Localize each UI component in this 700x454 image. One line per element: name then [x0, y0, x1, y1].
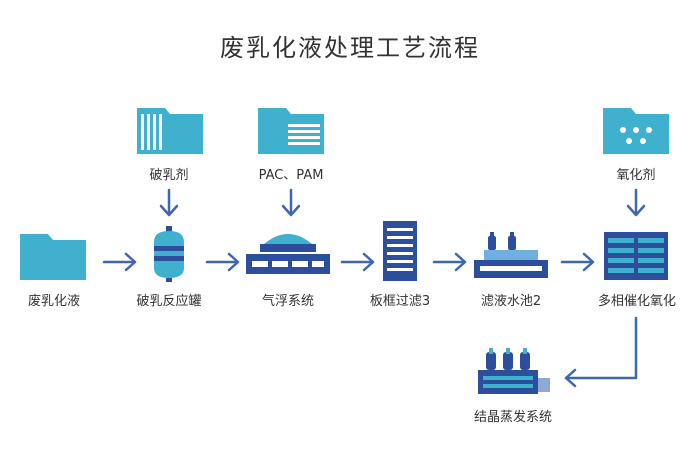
arrow-right-icon: [102, 252, 137, 272]
tank-icon: [154, 226, 184, 282]
arrow-right-icon: [560, 252, 595, 272]
step-label-waste-emulsion: 废乳化液: [27, 294, 81, 309]
step-label-demulsification-tank: 破乳反应罐: [136, 294, 202, 309]
arrow-down-icon: [281, 188, 301, 217]
step-label-filtrate-pool: 滤液水池2: [480, 294, 542, 309]
filter-press-icon: [383, 221, 417, 281]
arrow-down-icon: [159, 188, 179, 217]
folder-icon: [20, 234, 86, 280]
reagent-label-pac-pam: PAC、PAM: [258, 168, 324, 183]
arrow-right-icon: [432, 252, 467, 272]
oxidation-icon: [604, 232, 668, 280]
pool-icon: [474, 232, 548, 278]
reagent-label-demulsifier: 破乳剂: [149, 168, 189, 183]
flotation-icon: [246, 234, 330, 274]
folder-document-icon: [258, 108, 324, 154]
reagent-label-oxidant: 氧化剂: [616, 168, 656, 183]
folder-dots-icon: [603, 108, 669, 154]
step-label-filter-press: 板框过滤3: [369, 294, 431, 309]
arrow-right-icon: [340, 252, 375, 272]
arrow-elbow-icon: [564, 316, 638, 388]
arrow-right-icon: [205, 252, 240, 272]
arrow-down-icon: [626, 188, 646, 217]
folder-document-icon: [137, 108, 203, 154]
page-title: 废乳化液处理工艺流程: [220, 34, 480, 62]
step-label-air-flotation: 气浮系统: [261, 294, 315, 309]
step-label-evaporation: 结晶蒸发系统: [473, 410, 553, 425]
evaporator-icon: [478, 348, 550, 394]
step-label-catalytic-oxidation: 多相催化氧化: [597, 294, 677, 309]
